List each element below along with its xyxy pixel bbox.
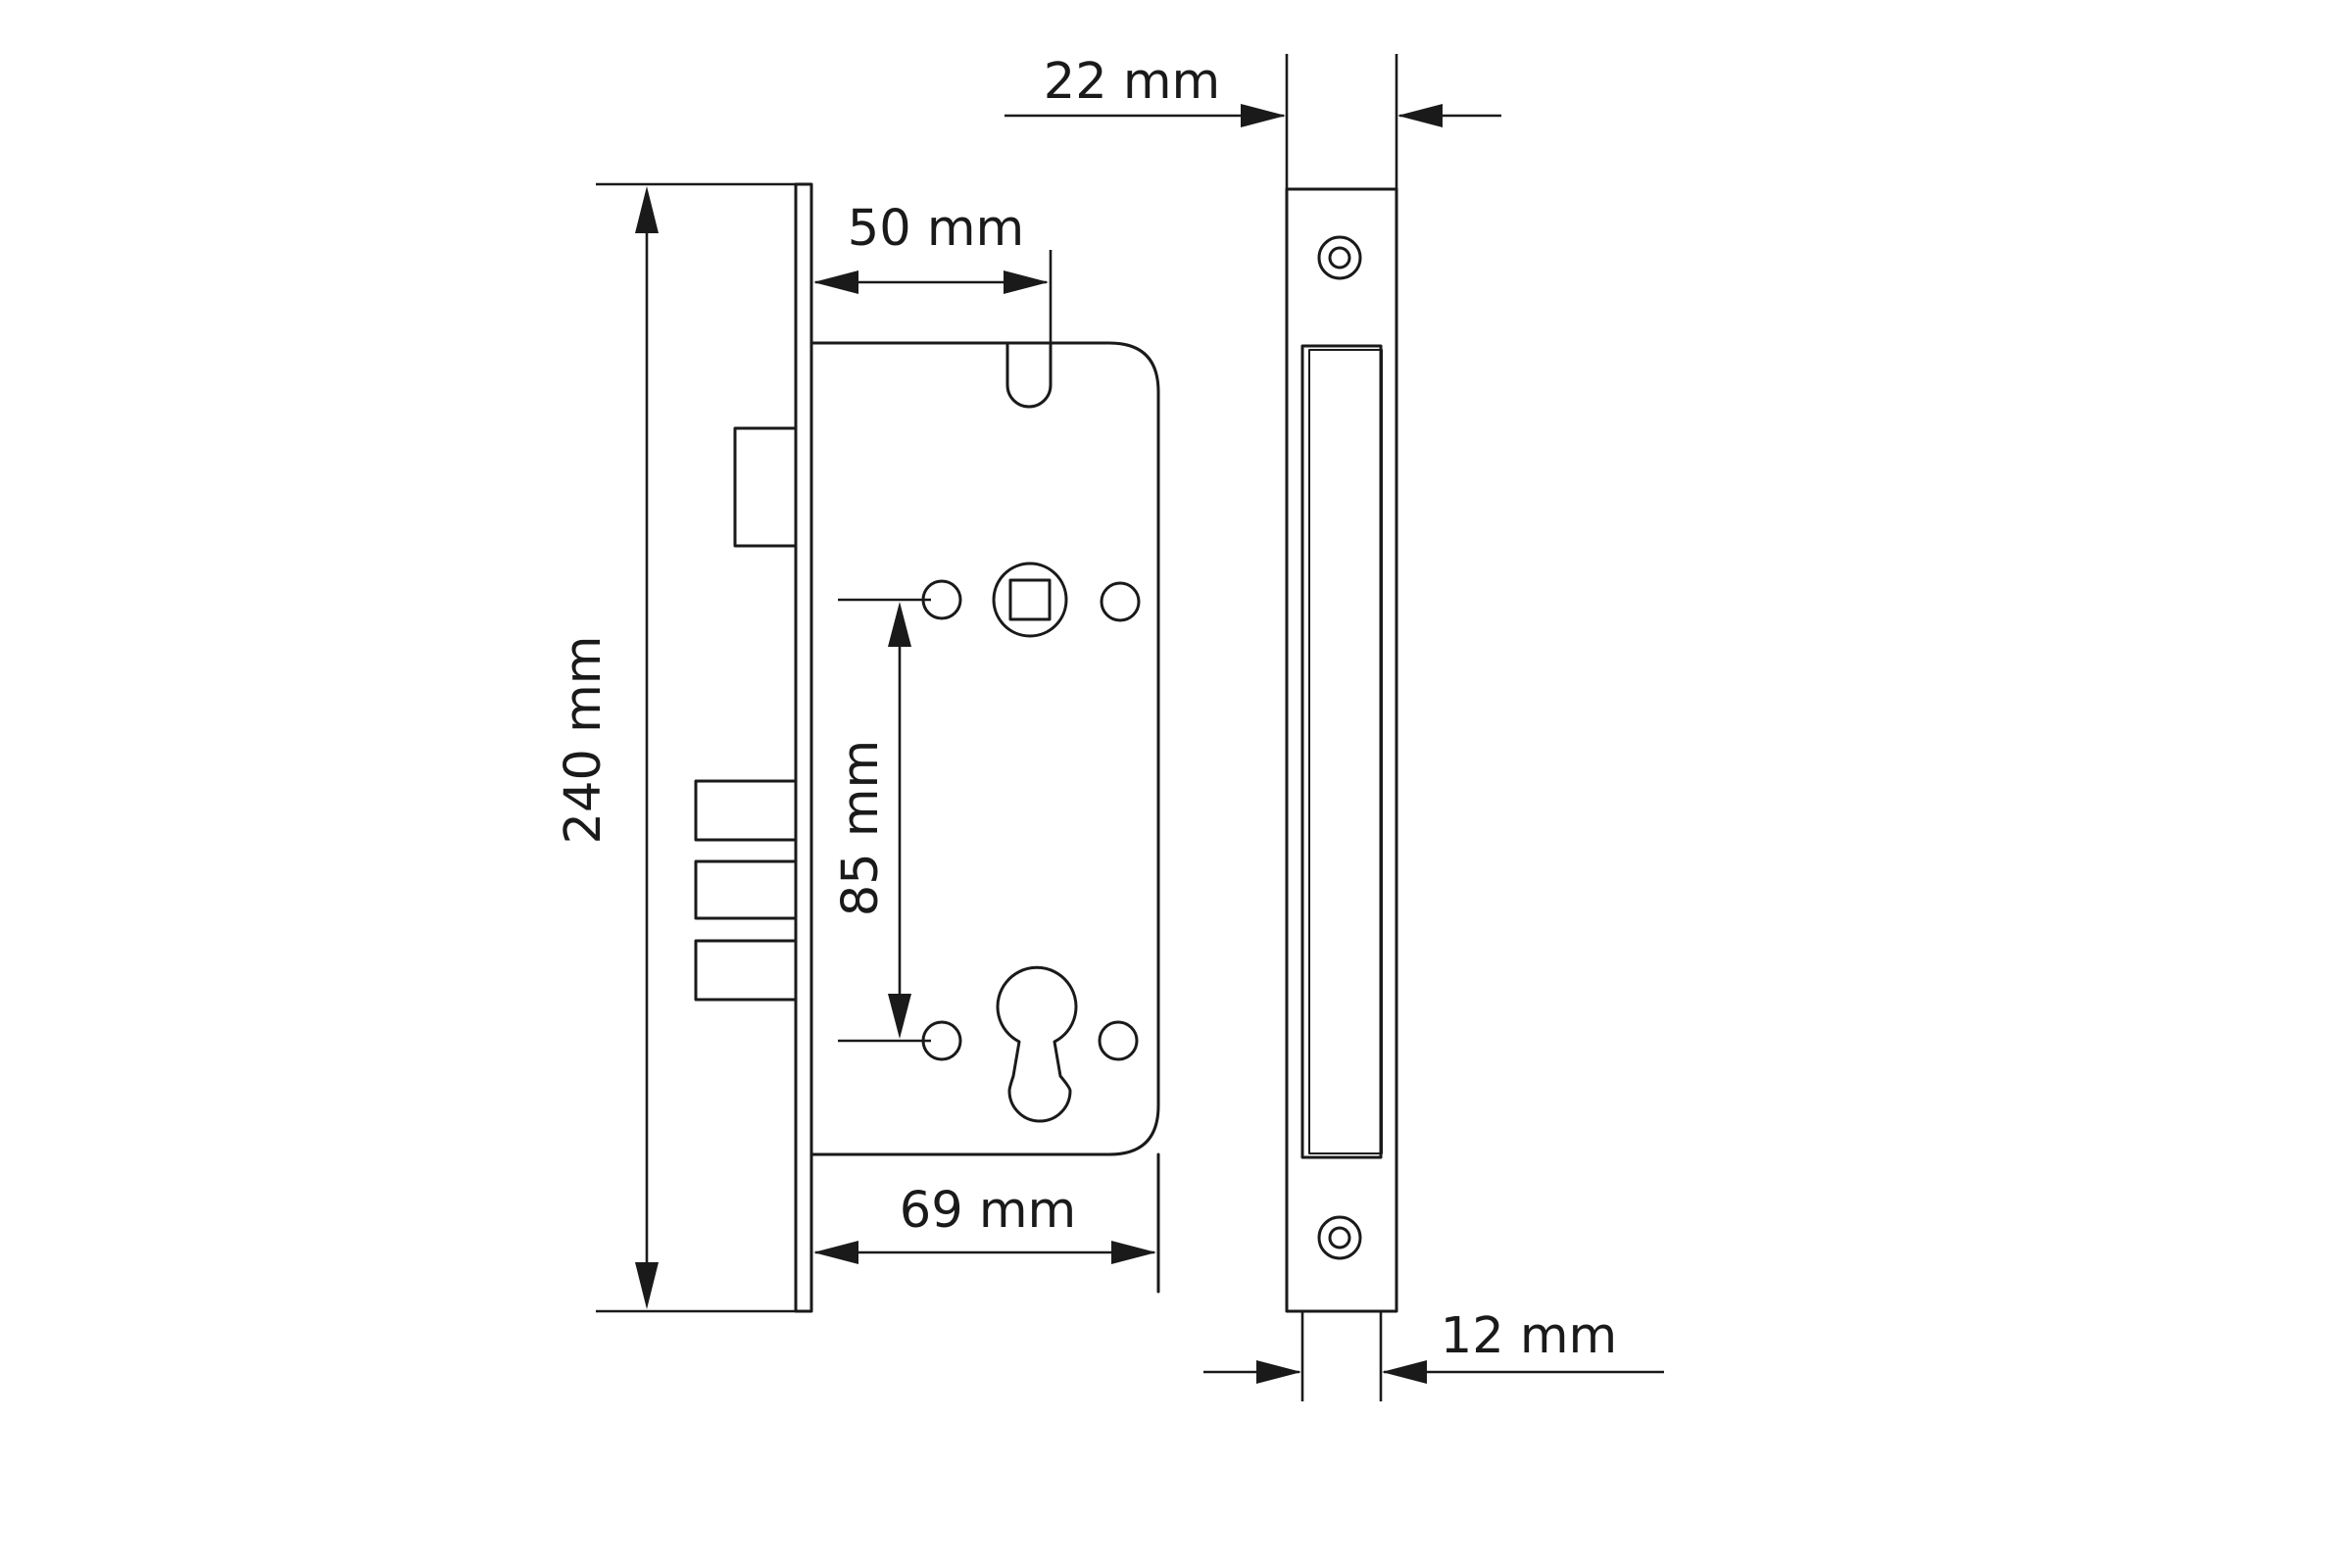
arrow-right [1004,270,1049,294]
spindle-square [1008,578,1052,621]
arrow-left [1382,1360,1427,1384]
screw-hole-upper-right [1100,581,1141,622]
top-slot [1005,341,1053,409]
arrow-up [635,186,659,233]
arrow-right [1256,1360,1301,1384]
faceplate-screw-bottom [1317,1215,1362,1260]
bolt-opening [1300,344,1383,1159]
dim-height: 240 mm [555,182,796,1313]
arrow-up [888,602,911,647]
cylinder-cutout [996,965,1078,1123]
case-depth-label: 69 mm [900,1182,1076,1240]
height-label: 240 mm [555,636,612,845]
arrow-down [888,994,911,1039]
arrow-left [1397,104,1443,127]
deadbolt-throw-3 [694,939,798,1002]
dim-case-depth: 69 mm [813,1182,1156,1264]
lock-case [809,341,1160,1156]
backset-label: 50 mm [848,200,1024,258]
dim-backset: 50 mm [813,200,1053,343]
arrow-down [635,1262,659,1309]
arrow-left [813,1241,858,1264]
arrow-right [1111,1241,1156,1264]
follower-hub [992,562,1068,638]
center-distance-label: 85 mm [832,740,890,916]
dim-case-width: 12 mm [1203,1307,1664,1401]
case-width-label: 12 mm [1441,1307,1617,1365]
lock-front-view [694,182,1160,1313]
arrow-right [1241,104,1286,127]
dim-center-distance: 85 mm [832,598,931,1043]
faceplate-front [1285,187,1398,1313]
latch-bolt [733,426,798,548]
dim-faceplate-width: 22 mm [1004,53,1501,189]
deadbolt-throw-1 [694,779,798,842]
faceplate-side [794,182,813,1313]
bolt-opening-inner [1308,349,1383,1154]
faceplate-width-label: 22 mm [1044,53,1220,111]
screw-hole-lower-right [1098,1020,1139,1061]
arrow-left [813,270,858,294]
lock-side-view [1285,187,1398,1313]
faceplate-screw-top [1317,235,1362,280]
deadbolt-throw-2 [694,859,798,920]
